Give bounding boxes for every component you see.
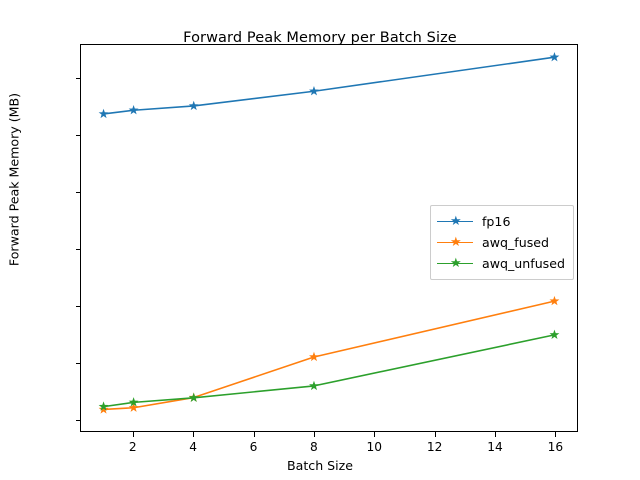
series-line [102, 56, 556, 115]
x-axis-tick-label: 14 [487, 440, 503, 454]
series-fp16 [98, 52, 560, 119]
x-axis-tick-mark [495, 432, 497, 437]
y-axis-tick-mark [75, 134, 80, 136]
series-line [102, 334, 556, 408]
legend-line [437, 220, 473, 223]
star-icon: ★ [450, 234, 462, 250]
data-point-marker [128, 105, 139, 115]
data-point-marker [309, 380, 319, 391]
x-axis-tick-label: 10 [366, 440, 383, 454]
data-point-marker [98, 401, 109, 411]
x-axis-tick-mark [193, 432, 195, 437]
legend-marker-icon: ★ [437, 255, 473, 271]
chart-legend: ★ fp16 ★ awq_fused ★ awq_unfused [430, 205, 574, 280]
legend-line [437, 262, 473, 265]
chart-title: Forward Peak Memory per Batch Size [183, 30, 457, 46]
data-point-marker [98, 404, 109, 414]
y-axis-tick-mark [75, 305, 80, 307]
x-axis-tick-label: 6 [249, 440, 258, 454]
data-point-marker [549, 329, 560, 340]
star-icon: ★ [450, 213, 462, 229]
data-point-marker [549, 52, 560, 62]
x-axis-tick-label: 12 [426, 440, 443, 454]
y-axis-tick-mark [75, 248, 80, 250]
series-awq_fused [98, 295, 560, 414]
data-point-marker [549, 295, 560, 306]
y-axis-tick-mark [75, 362, 80, 364]
x-axis-tick-label: 2 [128, 440, 137, 454]
plot-svg [98, 52, 560, 414]
legend-item-awq_fused[interactable]: ★ awq_fused [437, 232, 565, 253]
data-point-marker [309, 86, 319, 96]
x-axis-tick-mark [555, 432, 557, 437]
data-point-marker [188, 392, 199, 403]
legend-item-fp16[interactable]: ★ fp16 [437, 211, 565, 232]
x-axis-tick-mark [132, 432, 134, 437]
x-axis-tick-label: 4 [189, 440, 198, 454]
x-axis-tick-mark [253, 432, 255, 437]
y-axis-tick-mark [75, 77, 80, 79]
x-axis-tick-mark [374, 432, 376, 437]
series-awq_unfused [98, 329, 560, 411]
legend-label: awq_fused [482, 235, 550, 250]
y-axis-label: Forward Peak Memory (MB) [6, 92, 22, 267]
data-point-marker [98, 108, 109, 119]
legend-item-awq_unfused[interactable]: ★ awq_unfused [437, 253, 565, 274]
x-axis-label: Batch Size [286, 458, 354, 473]
data-point-marker [128, 397, 139, 407]
y-axis-tick-mark [75, 419, 80, 421]
legend-marker-icon: ★ [437, 213, 473, 229]
legend-marker-icon: ★ [437, 234, 473, 250]
legend-line [437, 241, 473, 244]
legend-label: awq_unfused [482, 256, 565, 271]
star-icon: ★ [450, 255, 462, 271]
data-point-marker [128, 402, 139, 412]
y-axis-tick-mark [75, 191, 80, 193]
data-point-marker [188, 100, 199, 111]
legend-label: fp16 [482, 214, 511, 229]
x-axis-tick-mark [313, 432, 315, 437]
x-axis-tick-mark [434, 432, 436, 437]
x-axis-tick-label: 8 [310, 440, 318, 454]
x-axis-tick-label: 16 [547, 440, 564, 454]
plot-area [80, 44, 578, 432]
series-line [102, 300, 556, 411]
data-point-marker [309, 351, 319, 362]
